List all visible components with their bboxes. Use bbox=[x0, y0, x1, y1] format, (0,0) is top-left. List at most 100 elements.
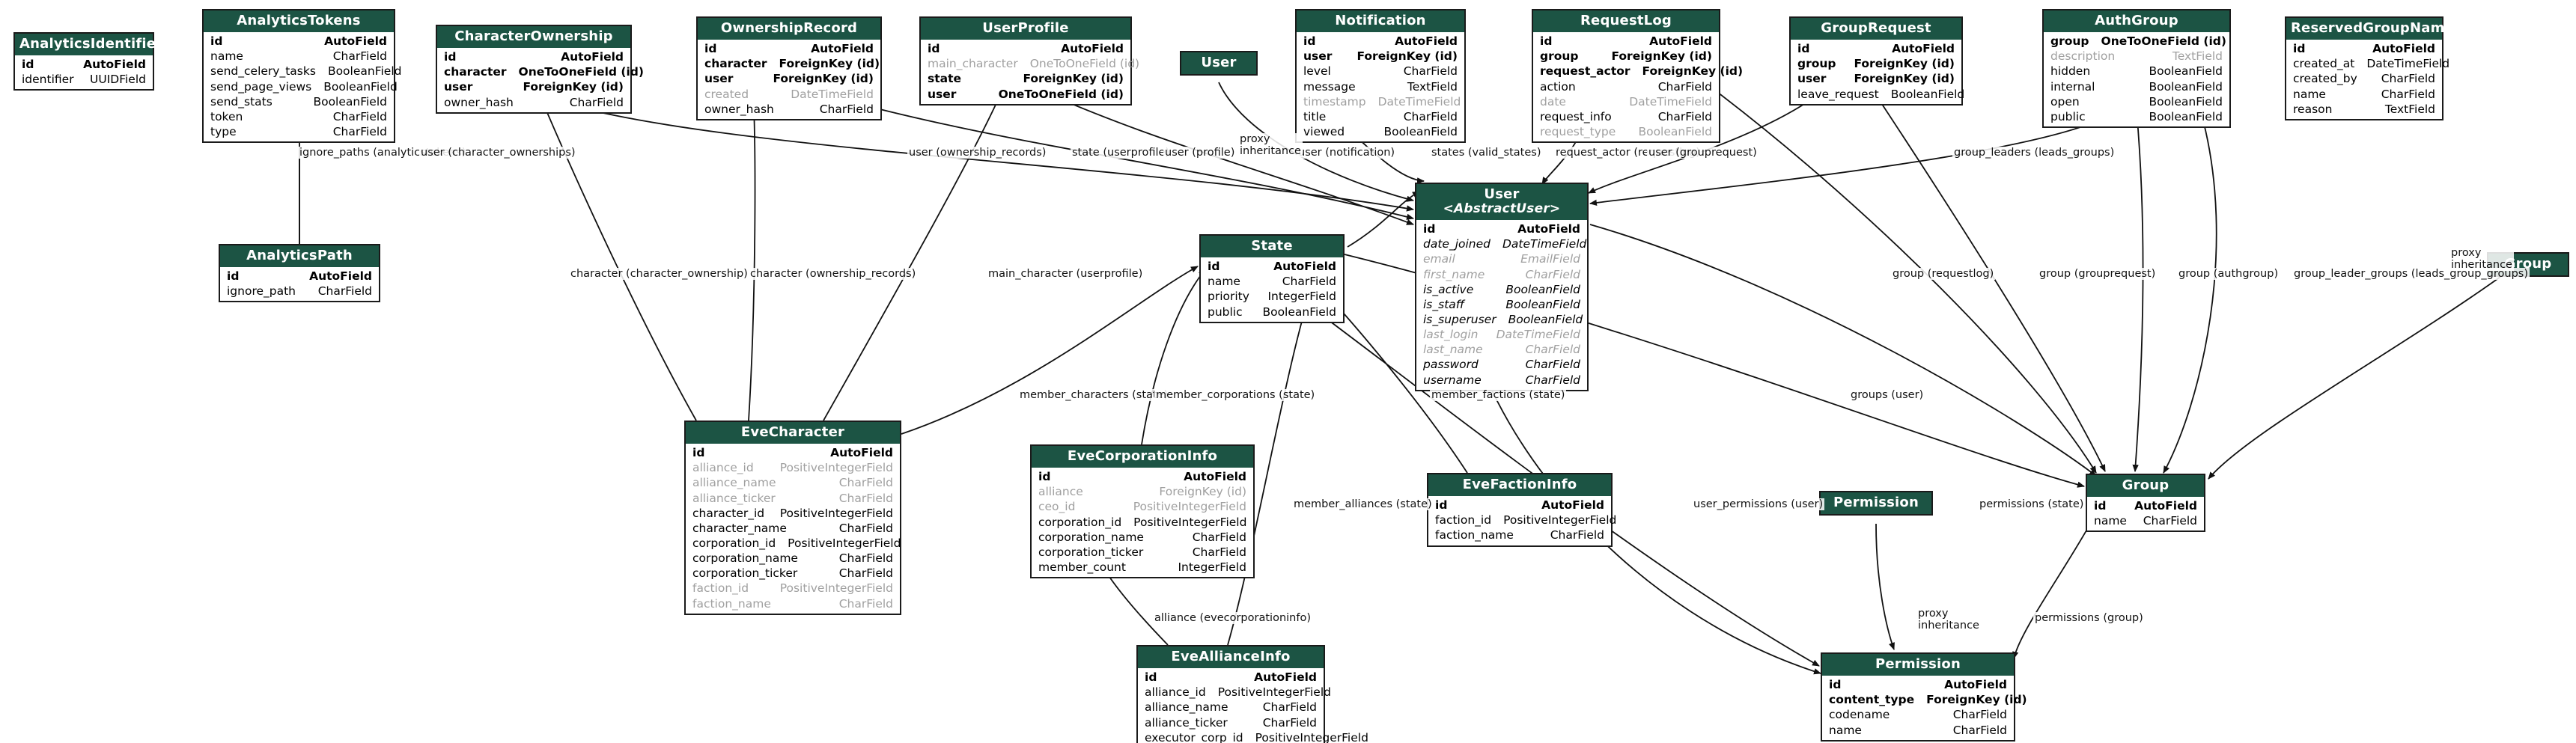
field-name: user bbox=[444, 80, 473, 94]
field-type: PositiveIntegerField bbox=[1133, 500, 1246, 514]
field-name: id bbox=[1208, 260, 1220, 274]
field-type: CharField bbox=[2381, 72, 2435, 86]
field-name: last_name bbox=[1423, 343, 1483, 357]
field-type: CharField bbox=[317, 284, 372, 299]
field-name: created bbox=[704, 87, 749, 101]
field-type: CharField bbox=[2143, 514, 2197, 528]
model-title-authgroup: AuthGroup bbox=[2044, 10, 2229, 33]
field-name: character bbox=[444, 65, 507, 79]
field-name: user bbox=[928, 87, 957, 101]
field-name: created_by bbox=[2293, 72, 2357, 86]
field-name: token bbox=[210, 109, 243, 123]
field-name: request_info bbox=[1540, 109, 1612, 123]
field-name: viewed bbox=[1303, 125, 1345, 138]
field-type: BooleanField bbox=[1638, 125, 1712, 138]
field-name: reason bbox=[2293, 102, 2333, 116]
field-type: CharField bbox=[838, 491, 893, 505]
field-name: corporation_name bbox=[1038, 530, 1144, 544]
field-type: CharField bbox=[332, 109, 387, 123]
field-type: ForeignKey (id) bbox=[779, 57, 880, 71]
field-name: identifier bbox=[22, 73, 74, 87]
field-row: token CharField bbox=[204, 109, 394, 124]
field-name: alliance_id bbox=[1145, 685, 1206, 700]
edge-label: proxy inheritance bbox=[1238, 133, 1303, 157]
field-name: group bbox=[1540, 49, 1579, 64]
field-name: corporation_id bbox=[692, 536, 776, 550]
model-title-state: State bbox=[1201, 236, 1343, 258]
model-title-analyticstokens: AnalyticsTokens bbox=[204, 10, 394, 33]
model-table-user_plain[interactable]: User bbox=[1180, 51, 1258, 76]
edge-label: state (userprofile) bbox=[1071, 147, 1172, 159]
field-type: BooleanField bbox=[1508, 313, 1583, 327]
model-title-characterownership: CharacterOwnership bbox=[437, 26, 630, 49]
field-type: CharField bbox=[1282, 275, 1336, 289]
edge-label: user (profile) bbox=[1163, 147, 1237, 159]
field-type: CharField bbox=[1657, 79, 1712, 94]
field-type: CharField bbox=[1192, 530, 1246, 544]
field-name: title bbox=[1303, 109, 1327, 123]
field-type: BooleanField bbox=[2149, 94, 2223, 108]
field-name: id bbox=[1797, 42, 1810, 56]
field-type: CharField bbox=[1262, 700, 1317, 715]
field-type: TextField bbox=[2172, 49, 2223, 64]
field-type: AutoField bbox=[830, 446, 893, 460]
model-name: AnalyticsIdentifier bbox=[19, 36, 163, 52]
field-name: codename bbox=[1829, 708, 1890, 722]
field-type: BooleanField bbox=[327, 64, 402, 79]
field-type: ForeignKey (id) bbox=[1854, 57, 1955, 71]
field-type: PositiveIntegerField bbox=[779, 506, 893, 520]
field-name: name bbox=[2293, 87, 2326, 101]
field-name: send_stats bbox=[210, 94, 272, 108]
model-name: EveAllianceInfo bbox=[1171, 649, 1291, 664]
field-type: PositiveIntegerField bbox=[1217, 685, 1331, 700]
field-name: id bbox=[928, 42, 940, 56]
edge-label: permissions (state) bbox=[1978, 498, 2086, 510]
field-type: CharField bbox=[332, 125, 387, 138]
field-name: alliance_ticker bbox=[692, 491, 776, 505]
field-name: user bbox=[1797, 72, 1827, 86]
field-type: BooleanField bbox=[1383, 125, 1458, 138]
field-name: last_login bbox=[1423, 328, 1479, 342]
model-table-permission_plain[interactable]: Permission bbox=[1819, 491, 1933, 516]
field-name: id bbox=[22, 58, 34, 72]
